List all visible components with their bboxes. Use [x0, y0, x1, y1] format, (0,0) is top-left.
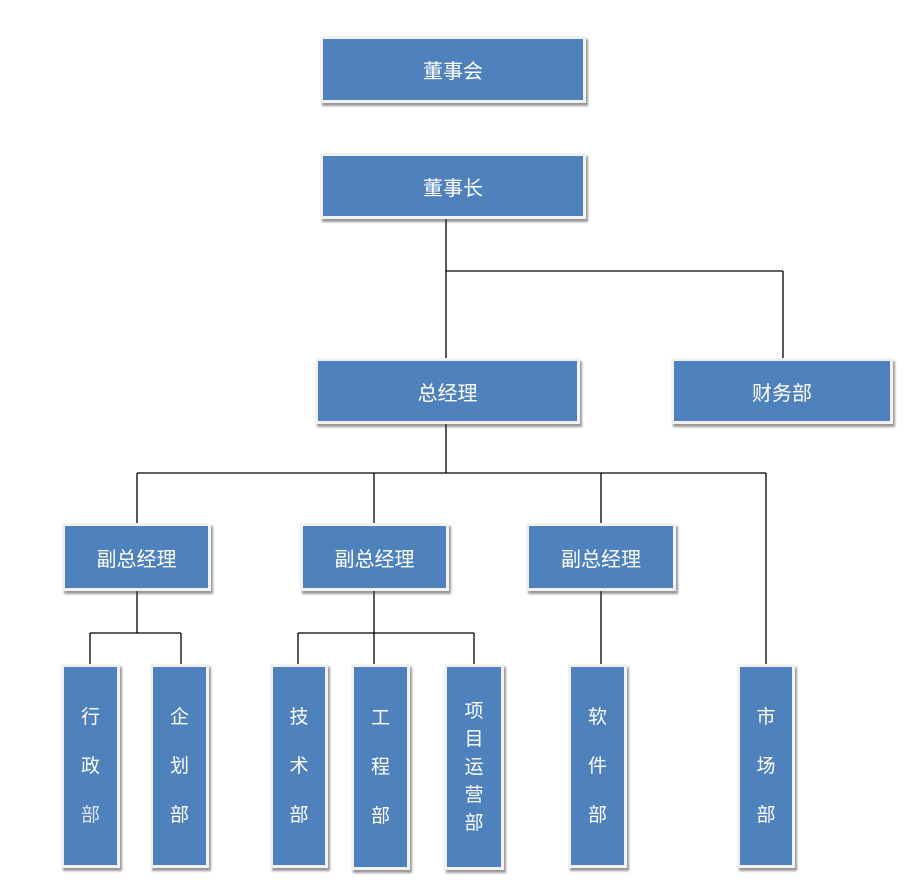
node-vice-general-manager-2: 副总经理 — [300, 523, 449, 591]
planning-char-2: 划 — [169, 754, 189, 777]
admin-char-1: 行 — [80, 705, 100, 728]
market-char-1: 市 — [756, 705, 776, 728]
engineering-char-3: 部 — [370, 804, 390, 827]
node-admin-dept: 行 政 部 — [61, 664, 120, 868]
market-char-2: 场 — [756, 754, 776, 777]
project-ops-char-1: 项 — [464, 699, 484, 722]
technology-char-2: 术 — [289, 754, 309, 777]
node-technology-dept: 技 术 部 — [270, 664, 328, 868]
technology-char-3: 部 — [289, 803, 309, 826]
node-vice-general-manager-1: 副总经理 — [62, 523, 211, 591]
node-market-dept: 市 场 部 — [737, 664, 795, 868]
planning-char-1: 企 — [169, 705, 189, 728]
software-char-3: 部 — [587, 803, 607, 826]
node-planning-dept: 企 划 部 — [150, 664, 209, 868]
software-char-1: 软 — [587, 705, 607, 728]
project-ops-char-4: 营 — [464, 783, 484, 806]
node-vice-general-manager-3: 副总经理 — [526, 523, 676, 591]
node-software-dept: 软 件 部 — [568, 664, 627, 868]
engineering-char-1: 工 — [370, 706, 390, 729]
admin-char-3: 部 — [80, 803, 100, 826]
project-ops-char-5: 部 — [464, 811, 484, 834]
engineering-char-2: 程 — [370, 755, 390, 778]
node-general-manager: 总经理 — [315, 358, 580, 424]
software-char-2: 件 — [587, 754, 607, 777]
project-ops-char-2: 目 — [464, 727, 484, 750]
admin-char-2: 政 — [80, 754, 100, 777]
market-char-3: 部 — [756, 803, 776, 826]
planning-char-3: 部 — [169, 803, 189, 826]
node-finance: 财务部 — [671, 358, 893, 424]
node-engineering-dept: 工 程 部 — [351, 664, 410, 870]
node-project-ops-dept: 项 目 运 营 部 — [444, 664, 504, 870]
project-ops-char-3: 运 — [464, 755, 484, 778]
node-chairman: 董事长 — [320, 153, 586, 219]
node-board: 董事会 — [320, 36, 586, 103]
technology-char-1: 技 — [289, 705, 309, 728]
